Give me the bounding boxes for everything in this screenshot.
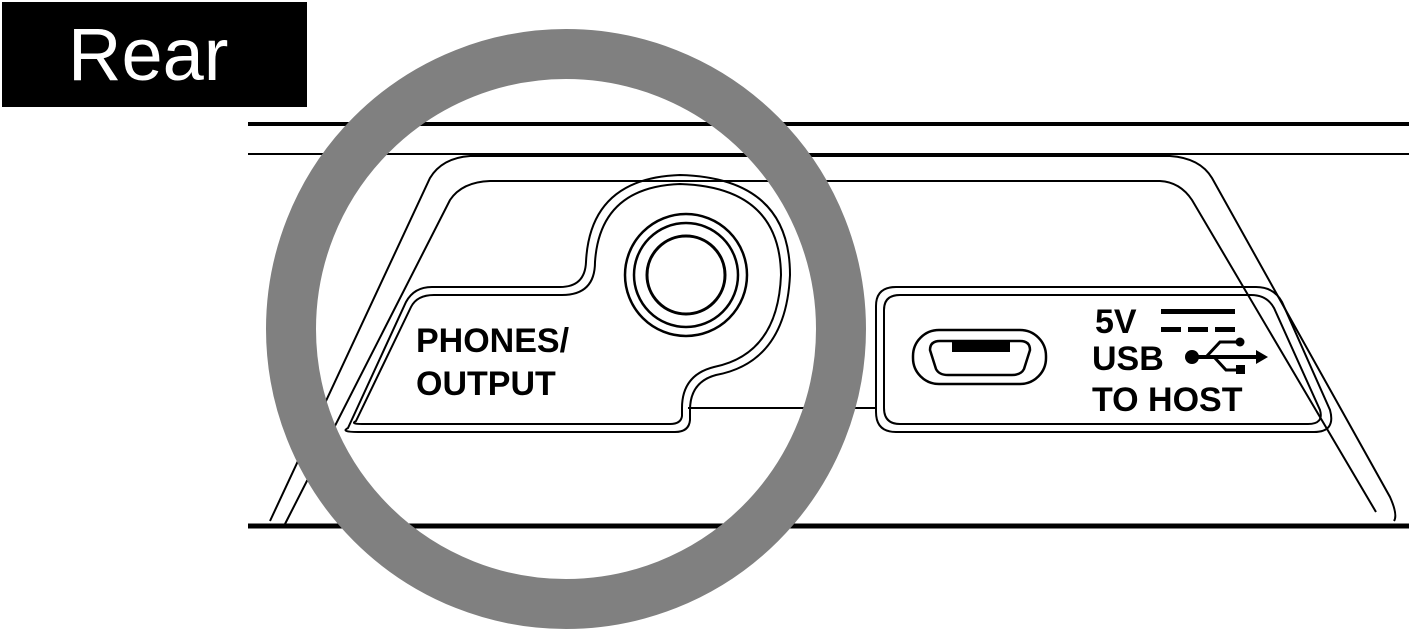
phones-label-line2: OUTPUT [416, 365, 556, 403]
dc-symbol-icon [1161, 309, 1235, 332]
highlight-circle [266, 29, 866, 629]
usb-label-line1: USB [1092, 340, 1164, 378]
phones-plate-outer [344, 173, 792, 433]
usb-label-line2: TO HOST [1092, 381, 1243, 419]
usb-plate-outer [875, 286, 1333, 433]
micro-usb-port-icon [911, 328, 1048, 386]
usb-plate-inner [883, 294, 1322, 425]
usb-voltage-label: 5V [1095, 303, 1137, 341]
panel-outer-outline [269, 155, 1397, 522]
heading-label: Rear [68, 13, 229, 96]
phones-label-line1: PHONES/ [416, 322, 570, 360]
heading-box: Rear [2, 2, 307, 107]
headphone-jack-icon [623, 212, 749, 338]
phones-plate-inner [353, 182, 783, 425]
usb-symbol-icon [1185, 337, 1268, 374]
